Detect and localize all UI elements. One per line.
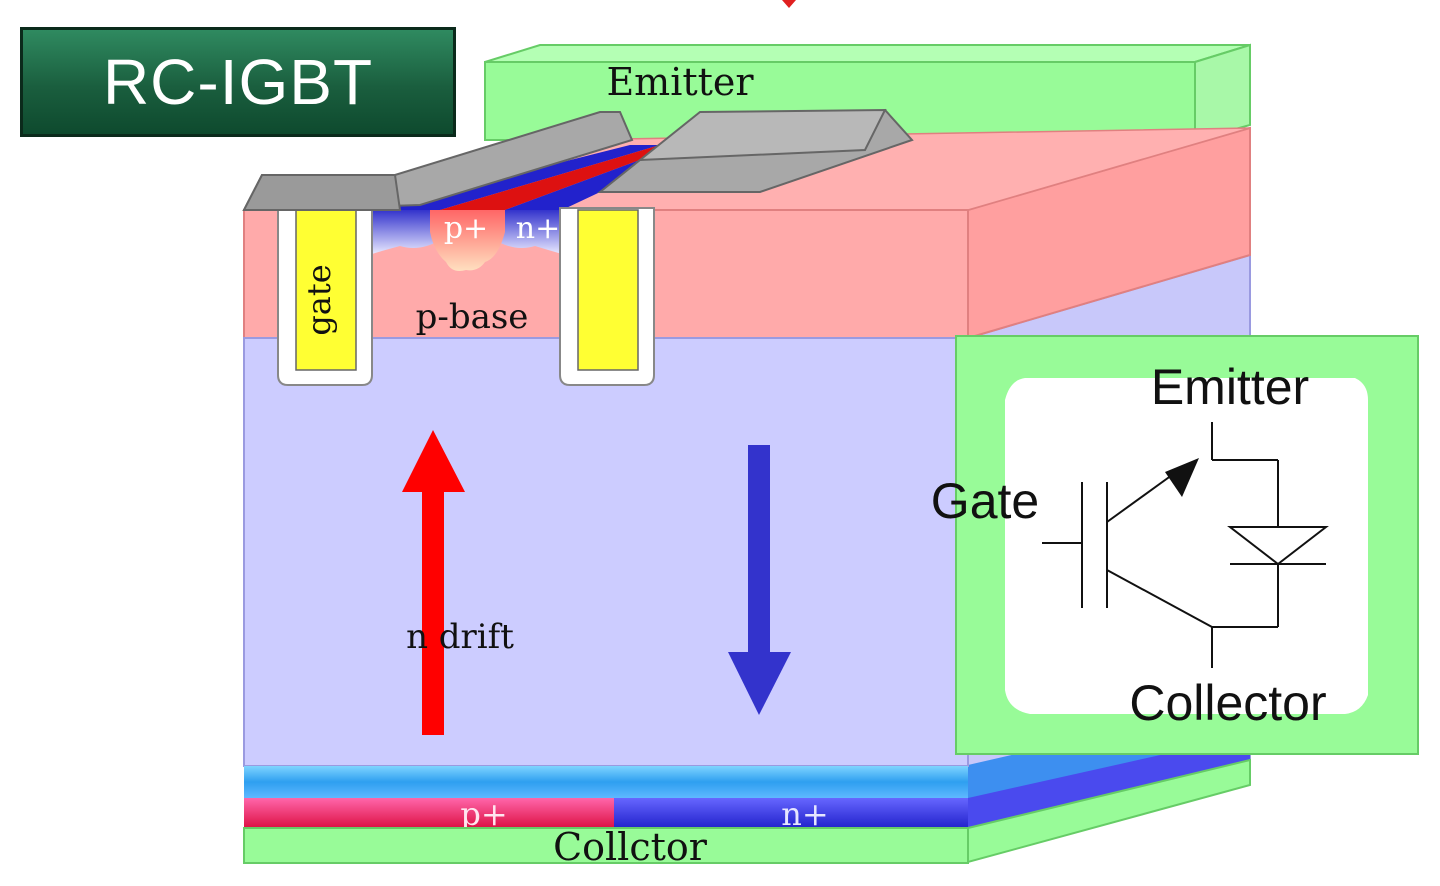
collector-n-side-face: [968, 735, 1250, 828]
emitter-metal-top-face: [484, 44, 1251, 63]
right-gate-electrode-top: [636, 108, 887, 162]
n-plus-right-region: [495, 210, 562, 254]
hole-current-arrow: [402, 430, 465, 735]
left-gate-electrode-front: [242, 174, 402, 211]
gate-label: gate: [300, 264, 338, 335]
collector-metal: [243, 827, 969, 864]
symbol-inset-panel: [1005, 378, 1368, 714]
p-base-label: p-base: [416, 297, 529, 337]
n-drift-label: n drift: [406, 617, 514, 657]
symbol-gate-label: Gate: [931, 473, 1039, 529]
n-plus-label: n+: [516, 211, 560, 246]
collector-n-plus-region: [614, 798, 968, 828]
field-stop-layer: [244, 766, 968, 798]
top-marker: [782, 0, 796, 8]
emitter-arrowhead: [1165, 458, 1199, 497]
collector-p-plus-region: [244, 798, 614, 828]
emitter-metal-right-face: [1194, 43, 1251, 142]
p-plus-label: p+: [444, 211, 488, 246]
electron-current-arrow: [728, 445, 791, 715]
emitter-top-label: Emitter: [606, 60, 754, 104]
n-plus-left-region: [372, 210, 440, 254]
collector-n-plus-label: n+: [781, 795, 828, 833]
p-plus-region: [430, 210, 505, 271]
top-p-plus-stripe: [440, 145, 680, 210]
title-label: RC-IGBT: [102, 46, 374, 118]
right-gate-poly: [577, 209, 639, 371]
symbol-emitter-label: Emitter: [1151, 359, 1309, 415]
left-gate-poly: [295, 209, 357, 371]
collector-p-plus-label: p+: [460, 795, 507, 833]
symbol-collector-label: Collector: [1129, 675, 1326, 731]
collector-bottom-label: Collctor: [553, 825, 708, 869]
title-badge: RC-IGBT: [20, 27, 456, 137]
rc-igbt-symbol: [1042, 422, 1329, 668]
ndrift-front-face: [243, 337, 969, 767]
